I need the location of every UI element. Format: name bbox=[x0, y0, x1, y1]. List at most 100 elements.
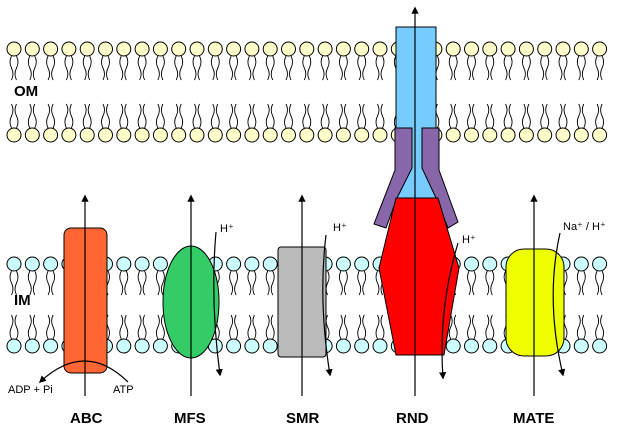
lipid-tail bbox=[380, 314, 385, 340]
lipid-tail bbox=[490, 314, 495, 340]
lipid-tail bbox=[32, 55, 37, 81]
lipid-head bbox=[6, 256, 22, 272]
lipid-head bbox=[464, 41, 479, 57]
lipid-head bbox=[464, 127, 479, 143]
lipid-head bbox=[592, 338, 608, 354]
lipid-tail bbox=[87, 103, 92, 129]
lipid-tail bbox=[155, 314, 160, 340]
lipid-tail bbox=[600, 55, 605, 81]
lipid-tail bbox=[46, 314, 51, 340]
lipid-tail bbox=[490, 270, 495, 296]
lipid-tail bbox=[343, 103, 348, 129]
lipid-tail bbox=[338, 103, 343, 129]
lipid-tail bbox=[137, 270, 142, 296]
lipid-tail bbox=[467, 55, 471, 81]
lipid-tail bbox=[448, 103, 453, 129]
lipid-head bbox=[445, 338, 461, 354]
lipid-tail bbox=[160, 103, 165, 129]
lipid-tail bbox=[485, 55, 490, 81]
lipid-tail bbox=[27, 103, 32, 129]
lipid-tail bbox=[595, 270, 600, 296]
lipid-tail bbox=[307, 103, 312, 129]
lipid-head bbox=[299, 127, 315, 143]
lipid-head bbox=[555, 41, 571, 57]
lipid-tail bbox=[155, 270, 160, 296]
lipid-tail bbox=[284, 103, 288, 129]
lipid-tail bbox=[600, 103, 605, 129]
smr-ion-label: H⁺ bbox=[333, 222, 347, 234]
lipid-tail bbox=[9, 314, 14, 340]
lipid-tail bbox=[179, 103, 184, 129]
lipid-tail bbox=[229, 103, 234, 129]
lipid-head bbox=[281, 41, 296, 57]
lipid-head bbox=[43, 41, 59, 57]
lipid-tail bbox=[503, 103, 508, 129]
lipid-tail bbox=[119, 103, 124, 129]
lipid-tail bbox=[87, 55, 92, 81]
lipid-head bbox=[116, 256, 132, 272]
lipid-tail bbox=[302, 103, 307, 129]
smr-name: SMR bbox=[286, 410, 320, 427]
lipid-tail bbox=[472, 103, 476, 129]
lipid-tail bbox=[490, 103, 495, 129]
lipid-head bbox=[281, 127, 296, 143]
lipid-head bbox=[335, 256, 351, 272]
lipid-tail bbox=[14, 103, 19, 129]
lipid-tail bbox=[284, 55, 288, 81]
lipid-tail bbox=[69, 55, 74, 81]
lipid-tail bbox=[265, 314, 270, 340]
lipid-tail bbox=[302, 55, 307, 81]
lipid-tail bbox=[142, 55, 147, 81]
lipid-head bbox=[317, 127, 333, 143]
lipid-tail bbox=[375, 314, 380, 340]
lipid-tail bbox=[362, 314, 367, 340]
lipid-tail bbox=[51, 55, 56, 81]
lipid-tail bbox=[142, 314, 147, 340]
lipid-tail bbox=[119, 55, 124, 81]
lipid-head bbox=[226, 338, 242, 354]
lipid-tail bbox=[540, 55, 545, 81]
lipid-tail bbox=[51, 103, 56, 129]
lipid-tail bbox=[142, 103, 147, 129]
lipid-tail bbox=[124, 270, 129, 296]
lipid-tail bbox=[46, 55, 51, 81]
lipid-head bbox=[445, 41, 461, 57]
lipid-tail bbox=[142, 270, 147, 296]
lipid-tail bbox=[64, 55, 69, 81]
lipid-tail bbox=[124, 55, 129, 81]
lipid-tail bbox=[540, 103, 545, 129]
lipid-tail bbox=[375, 55, 380, 81]
lipid-tail bbox=[215, 55, 220, 81]
lipid-tail bbox=[467, 314, 471, 340]
mfs-name: MFS bbox=[174, 410, 206, 427]
lipid-head bbox=[317, 41, 333, 57]
lipid-tail bbox=[325, 314, 330, 340]
lipid-head bbox=[555, 127, 571, 143]
lipid-head bbox=[226, 41, 242, 57]
lipid-tail bbox=[485, 270, 490, 296]
lipid-tail bbox=[27, 55, 32, 81]
lipid-head bbox=[152, 256, 168, 272]
lipid-head bbox=[262, 338, 278, 354]
lipid-tail bbox=[247, 270, 252, 296]
lipid-head bbox=[335, 127, 351, 143]
lipid-tail bbox=[160, 55, 165, 81]
lipid-tail bbox=[101, 55, 105, 81]
lipid-tail bbox=[521, 103, 526, 129]
lipid-head bbox=[372, 41, 388, 57]
lipid-tail bbox=[252, 103, 257, 129]
lipid-tail bbox=[490, 55, 495, 81]
lipid-tail bbox=[32, 314, 37, 340]
rnd-proton-arrow bbox=[438, 242, 459, 380]
lipid-tail bbox=[375, 103, 380, 129]
lipid-tail bbox=[576, 103, 581, 129]
lipid-tail bbox=[325, 103, 330, 129]
lipid-tail bbox=[9, 55, 14, 81]
lipid-tail bbox=[9, 103, 14, 129]
lipid-tail bbox=[270, 55, 275, 81]
lipid-tail bbox=[581, 55, 586, 81]
lipid-head bbox=[152, 41, 168, 57]
lipid-tail bbox=[357, 103, 362, 129]
lipid-tail bbox=[362, 103, 367, 129]
lipid-tail bbox=[558, 55, 563, 81]
